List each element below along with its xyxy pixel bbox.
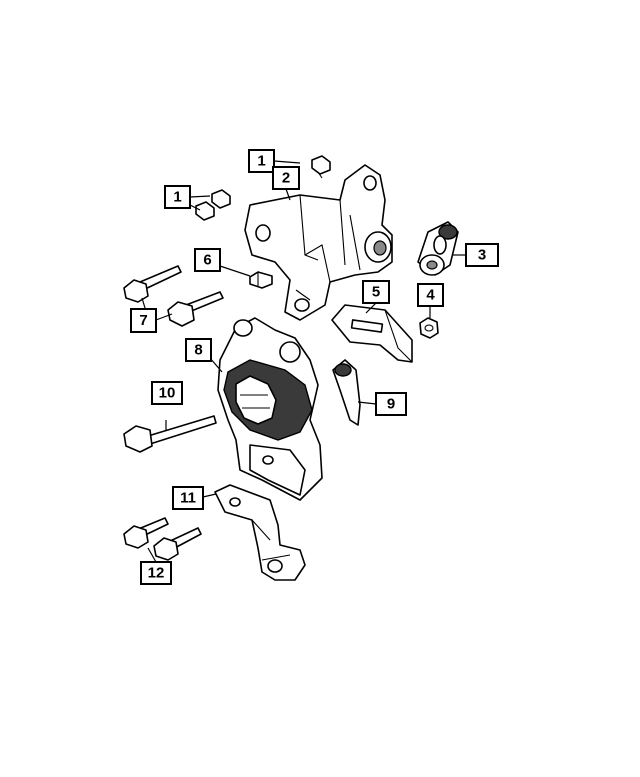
part-4-nut — [419, 317, 439, 339]
part-5-bracket-plate — [331, 304, 413, 363]
callout-6: 6 — [194, 248, 221, 272]
part-9-clip — [332, 359, 361, 426]
part-1-bolt-b — [195, 189, 231, 221]
callout-label: 3 — [478, 247, 486, 264]
callout-label: 11 — [180, 490, 196, 507]
callout-label: 7 — [139, 312, 147, 329]
part-1-bolt-a — [311, 155, 331, 179]
part-7-bolt-upper — [123, 265, 182, 303]
part-12-bolt-right — [153, 527, 202, 561]
part-10-long-bolt — [123, 415, 217, 453]
callout-11: 11 — [172, 486, 204, 510]
part-2-upper-bracket — [244, 164, 393, 321]
callout-10: 10 — [151, 381, 183, 405]
callout-label: 2 — [282, 170, 290, 187]
callout-label: 12 — [148, 565, 165, 582]
leader-lines — [141, 160, 466, 563]
callout-label: 8 — [194, 342, 202, 359]
callout-label: 1 — [257, 153, 265, 170]
part-12-bolt-left — [123, 517, 169, 549]
callout-label: 4 — [426, 287, 435, 304]
part-6-stud — [249, 271, 273, 289]
callout-label: 5 — [372, 284, 380, 301]
callout-label: 9 — [387, 396, 395, 413]
callout-9: 9 — [375, 392, 407, 416]
callout-label: 1 — [173, 189, 181, 206]
part-7-bolt-lower — [167, 291, 224, 327]
callout-3: 3 — [465, 243, 499, 267]
callout-4: 4 — [417, 283, 444, 307]
callout-1-upper: 1 — [248, 149, 275, 173]
callout-label: 10 — [159, 385, 176, 402]
callout-5: 5 — [362, 280, 390, 304]
callout-8: 8 — [185, 338, 212, 362]
callout-label: 6 — [203, 252, 211, 269]
part-8-transmission-mount — [217, 317, 323, 501]
callout-1-left: 1 — [164, 185, 191, 209]
callout-7: 7 — [130, 308, 157, 333]
callout-12: 12 — [140, 561, 172, 585]
part-11-lower-bracket — [214, 484, 306, 581]
part-3-bushing — [417, 221, 459, 276]
callout-2: 2 — [272, 166, 300, 190]
